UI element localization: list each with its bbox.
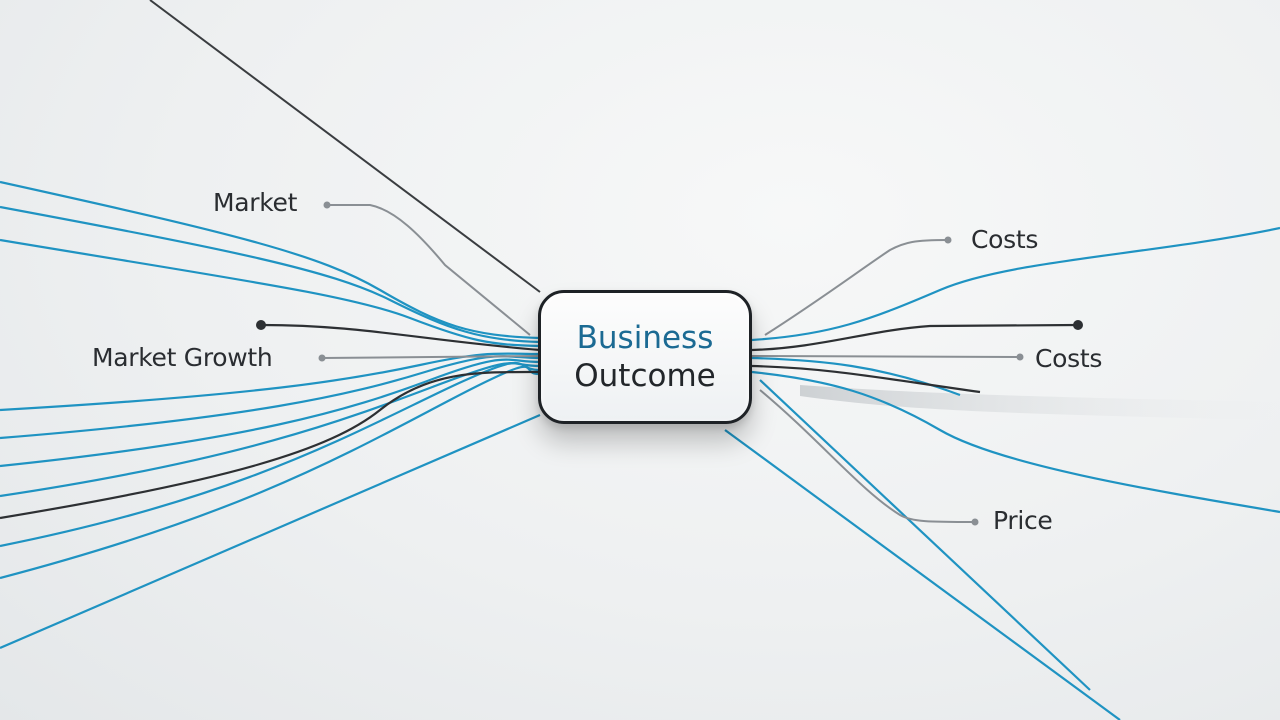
right-connectors bbox=[751, 239, 1021, 523]
fade-band bbox=[800, 385, 1280, 420]
label-market-growth: Market Growth bbox=[92, 343, 273, 372]
left-flow-line bbox=[0, 358, 541, 468]
costs-2-connector-dot bbox=[1016, 353, 1024, 361]
price-connector bbox=[759, 389, 976, 523]
price-connector-dot bbox=[971, 518, 979, 526]
costs-1-connector bbox=[764, 239, 949, 336]
hub-title-line-2: Outcome bbox=[574, 358, 716, 394]
hub-title-line-1: Business bbox=[576, 320, 714, 356]
left-flow-line bbox=[0, 205, 541, 344]
costs-1-connector-dot bbox=[944, 236, 952, 244]
market-growth-connector bbox=[321, 355, 541, 359]
left-flow-line bbox=[0, 413, 541, 650]
costs-2-connector bbox=[751, 355, 1021, 358]
left-flow-line bbox=[0, 180, 541, 340]
label-price: Price bbox=[993, 506, 1053, 535]
business-outcome-node: Business Outcome bbox=[538, 290, 752, 424]
right-dark-lines bbox=[751, 323, 1079, 394]
left-flow-line bbox=[0, 238, 541, 348]
left-flow-line bbox=[0, 365, 541, 580]
left-flow-line bbox=[0, 361, 541, 548]
left-flow-line bbox=[0, 352, 541, 412]
right-dark-dot bbox=[1073, 320, 1083, 330]
right-dark-line bbox=[751, 364, 981, 394]
left-dark-dot bbox=[256, 320, 266, 330]
right-flow-lines bbox=[724, 226, 1280, 720]
right-dark-line bbox=[751, 323, 1079, 352]
left-connectors bbox=[321, 204, 541, 359]
market-connector-dot bbox=[323, 201, 331, 209]
right-flow-line bbox=[724, 429, 1121, 720]
right-flow-line bbox=[751, 370, 1280, 514]
market-growth-connector-dot bbox=[318, 354, 326, 362]
market-connector bbox=[328, 204, 531, 336]
label-market: Market bbox=[213, 188, 298, 217]
right-flow-line bbox=[759, 379, 1091, 691]
left-dark-line bbox=[261, 323, 541, 352]
left-flow-lines bbox=[0, 180, 541, 650]
label-costs-top: Costs bbox=[971, 225, 1039, 254]
left-dark-line bbox=[0, 370, 541, 520]
left-dark-lines bbox=[0, 323, 541, 520]
diagonal-line bbox=[149, 0, 541, 293]
right-flow-line bbox=[751, 226, 1280, 342]
label-costs-middle: Costs bbox=[1035, 344, 1103, 373]
